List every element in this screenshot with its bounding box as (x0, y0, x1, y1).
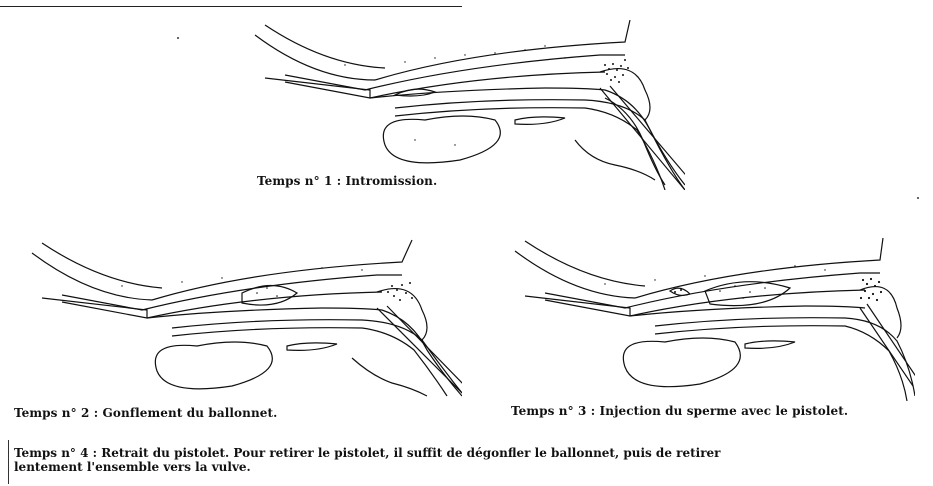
step-4-line-1: Temps n° 4 : Retrait du pistolet. Pour r… (14, 446, 926, 460)
speck-mark (917, 197, 919, 199)
anatomy-drawing-2 (22, 238, 462, 398)
figure-1-illustration (245, 20, 685, 190)
top-rule (0, 6, 462, 7)
anatomy-drawing-3 (505, 236, 915, 401)
anatomy-drawing-1 (245, 20, 685, 190)
figure-3-illustration (505, 236, 915, 401)
step-4-note: Temps n° 4 : Retrait du pistolet. Pour r… (14, 446, 926, 474)
speck-mark (177, 37, 179, 39)
margin-mark (8, 440, 9, 484)
figure-3-caption: Temps n° 3 : Injection du sperme avec le… (511, 404, 848, 418)
figure-1-caption: Temps n° 1 : Intromission. (257, 174, 437, 188)
step-4-line-2: lentement l'ensemble vers la vulve. (14, 460, 926, 474)
figure-2-illustration (22, 238, 462, 398)
figure-2-caption: Temps n° 2 : Gonflement du ballonnet. (14, 406, 277, 420)
